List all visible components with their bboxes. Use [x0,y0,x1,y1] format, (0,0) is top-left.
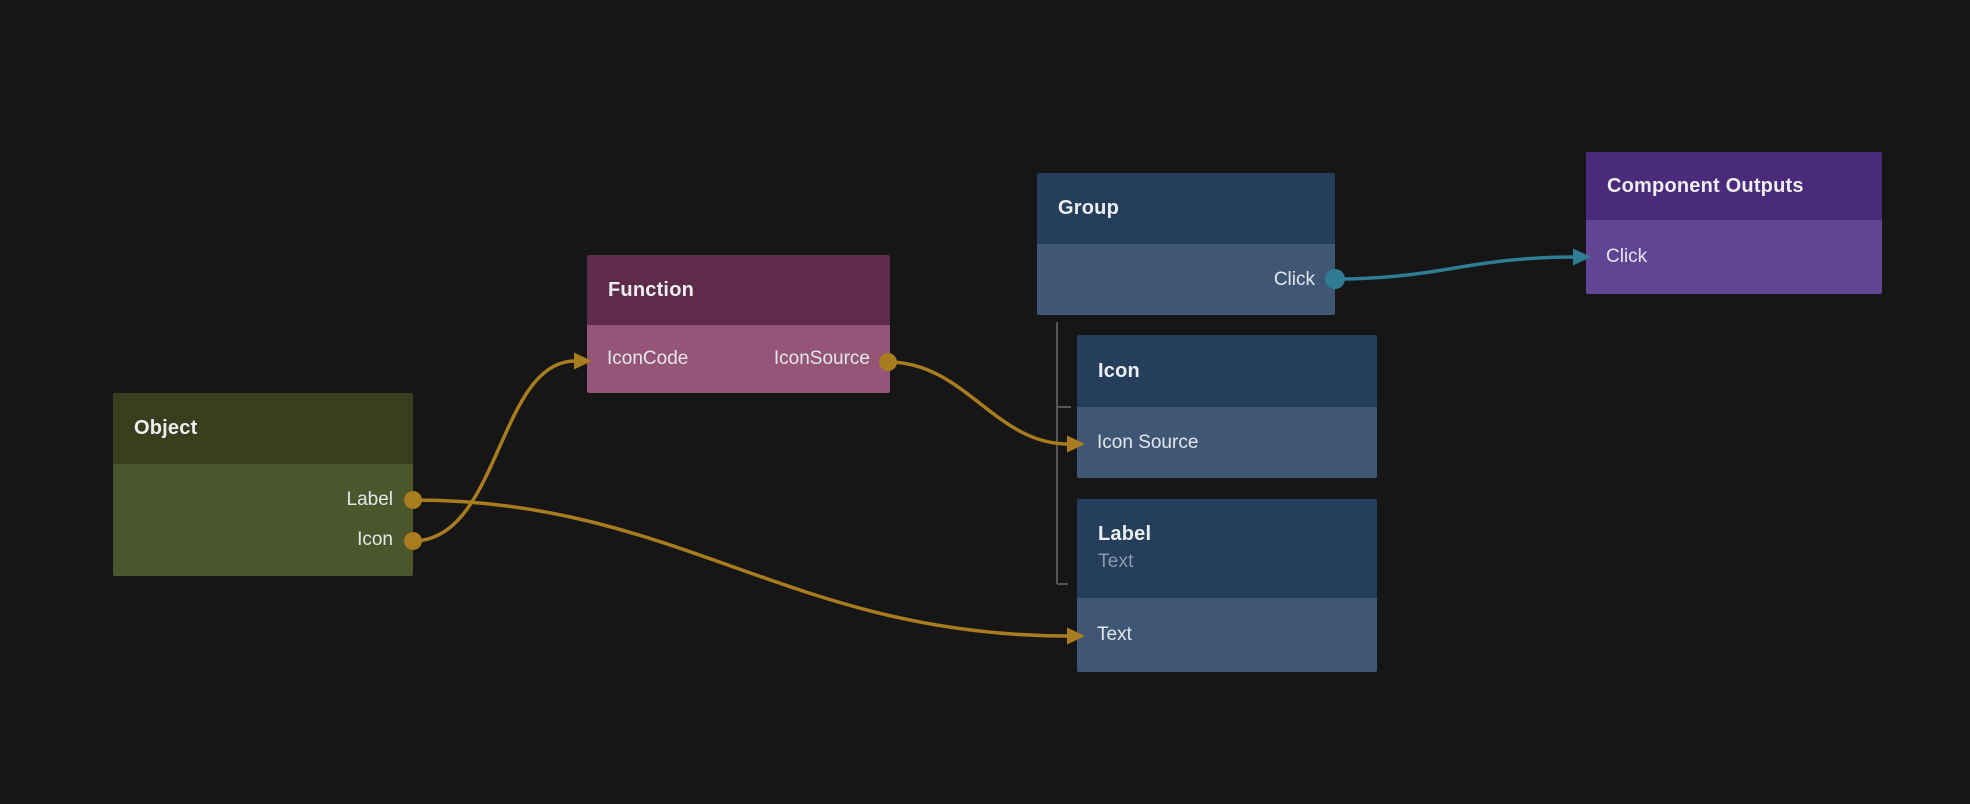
node-object[interactable]: Object Label Icon [113,393,413,576]
node-group-body: Click [1037,244,1335,315]
node-object-header[interactable]: Object [113,393,413,464]
port-function-row[interactable]: IconCode IconSource [587,325,890,393]
node-label-title: Label [1098,523,1152,545]
port-icon-iconsource-input[interactable]: Icon Source [1077,407,1377,478]
node-component-outputs[interactable]: Component Outputs Click [1586,152,1882,294]
node-function-header[interactable]: Function [587,255,890,325]
wire-function-iconsource-to-icon-iconsource[interactable] [886,360,1070,446]
node-object-body: Label Icon [113,464,413,576]
port-component-outputs-click-input[interactable]: Click [1586,220,1882,294]
port-object-icon-output[interactable]: Icon [113,520,413,560]
port-object-label-output-text: Label [346,489,394,510]
group-children-tree-line [1056,322,1071,585]
node-icon-title: Icon [1098,359,1140,382]
port-object-icon-output-text: Icon [357,529,393,550]
wire-group-click-to-component-outputs-click[interactable] [1333,255,1576,281]
node-label-subtitle: Text [1098,551,1134,572]
node-group[interactable]: Group Click [1037,173,1335,315]
node-function[interactable]: Function IconCode IconSource [587,255,890,393]
port-icon-iconsource-input-text: Icon Source [1097,431,1199,453]
port-component-outputs-click-input-text: Click [1606,246,1648,267]
node-icon-body: Icon Source [1077,407,1377,478]
node-icon-header[interactable]: Icon [1077,335,1377,407]
port-group-click-output-text: Click [1273,268,1315,290]
node-group-header[interactable]: Group [1037,173,1335,244]
port-object-label-output[interactable]: Label [113,480,413,520]
port-function-iconsource-output-text: IconSource [773,348,870,369]
node-label[interactable]: Label Text Text [1077,499,1377,672]
port-label-text-input-text: Text [1097,624,1132,645]
node-component-outputs-title: Component Outputs [1607,174,1804,197]
node-label-header[interactable]: Label Text [1077,499,1377,598]
node-function-title: Function [608,278,695,301]
node-group-title: Group [1058,197,1119,219]
node-object-title: Object [134,417,198,439]
node-component-outputs-body: Click [1586,220,1882,294]
port-group-click-output[interactable]: Click [1037,244,1335,315]
port-function-iconcode-input-text: IconCode [607,348,689,369]
node-label-body: Text [1077,598,1377,672]
port-label-text-input[interactable]: Text [1077,598,1377,672]
wire-object-icon-to-function-iconcode[interactable] [411,359,577,543]
node-component-outputs-header[interactable]: Component Outputs [1586,152,1882,220]
node-function-body: IconCode IconSource [587,325,890,393]
node-icon[interactable]: Icon Icon Source [1077,335,1377,478]
wire-object-label-to-label-text[interactable] [411,498,1070,638]
